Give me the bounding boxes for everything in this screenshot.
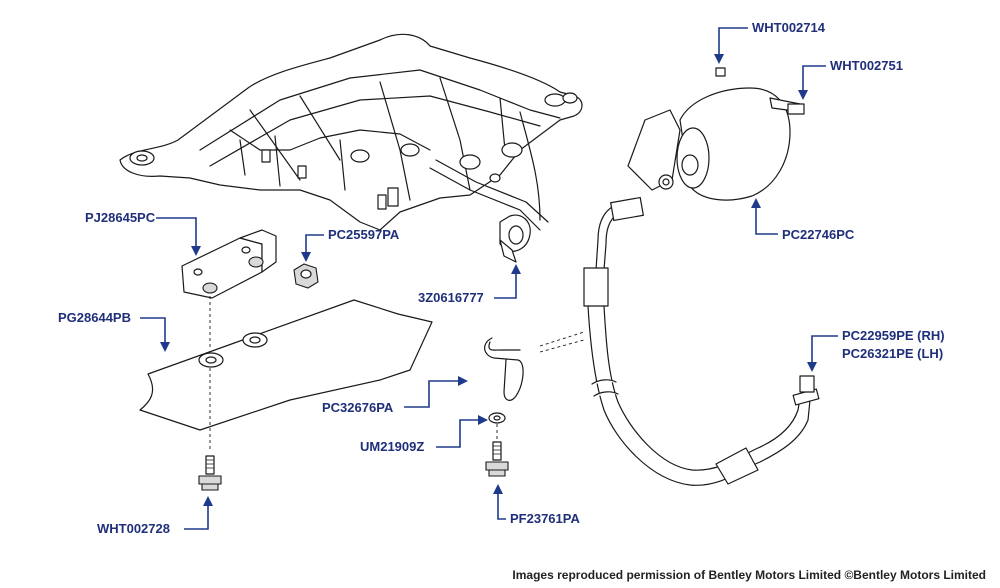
label-wht002728[interactable]: WHT002728: [97, 521, 170, 536]
label-pc32676pa[interactable]: PC32676PA: [322, 400, 394, 415]
label-3z0616777[interactable]: 3Z0616777: [418, 290, 484, 305]
bolt-wht002728: [198, 455, 222, 491]
retaining-clip-pc32676pa: [484, 337, 524, 401]
copyright-credit: Images reproduced permission of Bentley …: [512, 568, 986, 582]
label-pc22746pc[interactable]: PC22746PC: [782, 227, 855, 242]
label-pf23761pa[interactable]: PF23761PA: [510, 511, 580, 526]
leader-lines: [140, 27, 838, 530]
p-clip-3z0616777: [499, 214, 531, 263]
subframe-assembly: [119, 33, 583, 231]
label-pg28644pb[interactable]: PG28644PB: [58, 310, 131, 325]
washer-um21909z: [488, 412, 506, 452]
label-um21909z[interactable]: UM21909Z: [360, 439, 425, 454]
label-wht002751[interactable]: WHT002751: [830, 58, 903, 73]
bolt-pf23761pa: [485, 441, 509, 477]
accumulator-sphere: [627, 67, 805, 201]
label-pj28645pc[interactable]: PJ28645PC: [85, 210, 156, 225]
label-pc26321pe-lh[interactable]: PC26321PE (LH): [842, 346, 944, 361]
label-wht002714[interactable]: WHT002714: [752, 20, 825, 35]
hydraulic-pipe: [539, 196, 820, 486]
undertray-plate-pg28644pb: [139, 299, 433, 450]
label-pc25597pa[interactable]: PC25597PA: [328, 227, 400, 242]
label-pc22959pe-rh[interactable]: PC22959PE (RH): [842, 328, 945, 343]
nut-pc25597pa: [293, 263, 319, 289]
bracket-pj28645pc: [181, 229, 277, 350]
